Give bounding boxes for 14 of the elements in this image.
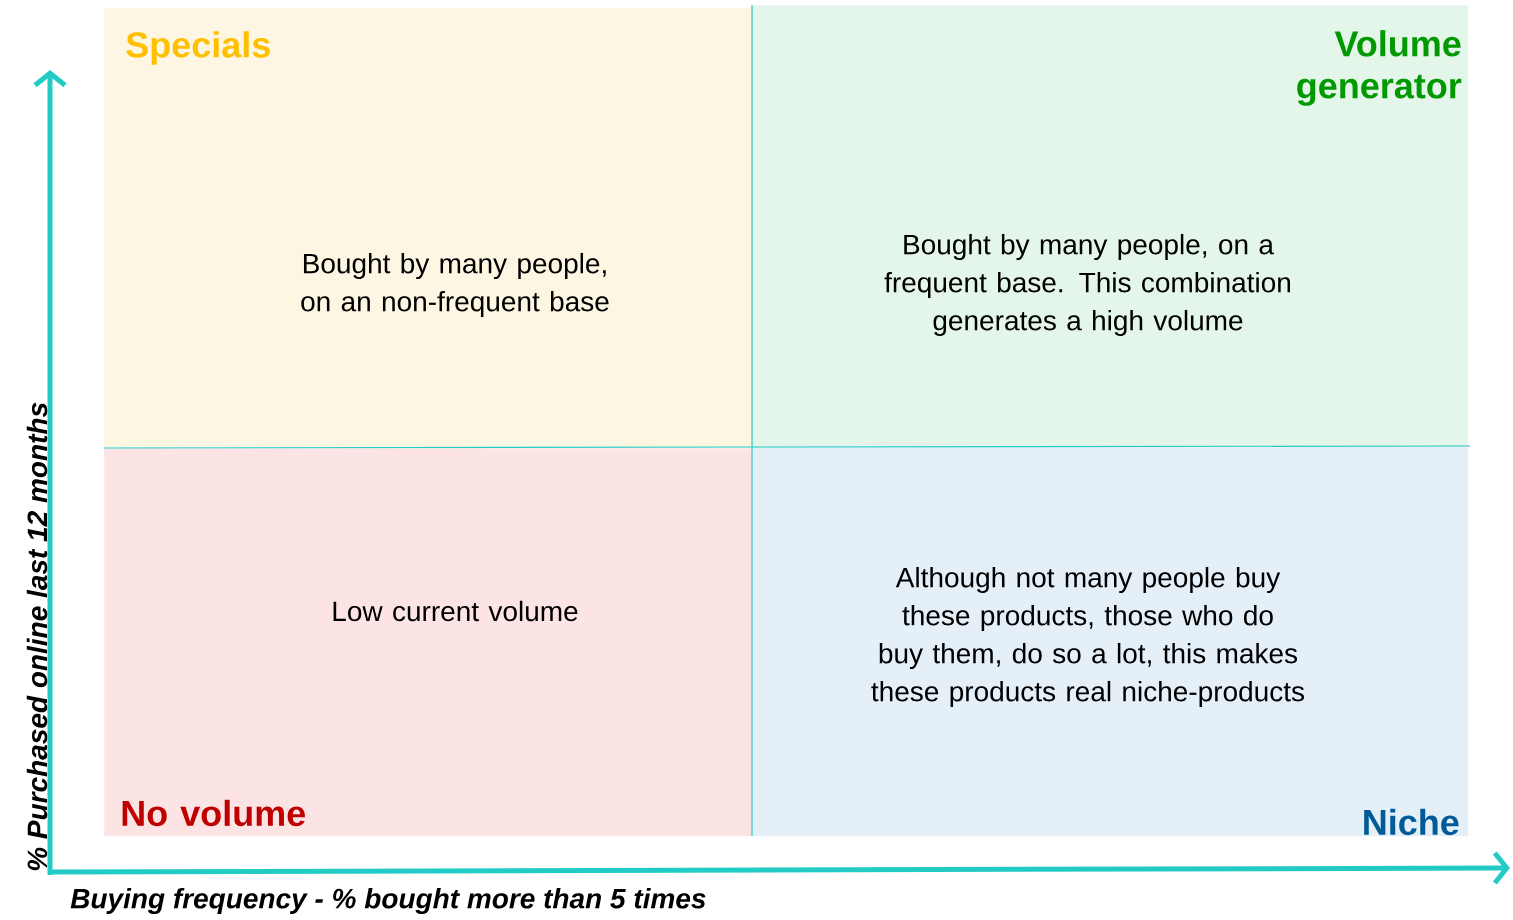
quadrant-title: Specials bbox=[126, 31, 270, 65]
quadrant-description: Bought by many people, on an non-frequent base bbox=[301, 252, 609, 318]
quadrant-description: Low current volume bbox=[333, 600, 578, 622]
axis-label: % Purchased online last 12 months bbox=[26, 402, 48, 871]
quadrant-box bbox=[104, 8, 753, 448]
quadrant-title: No volume bbox=[122, 799, 305, 827]
quadrant-box bbox=[104, 448, 753, 837]
quadrant-description: Although not many people buy these products, those who do buy them, do so a lot, this makes these products real niche-products bbox=[871, 566, 1304, 707]
quadrant-description: Bought by many people, on a frequent base. This combination generates a high volume bbox=[884, 233, 1290, 337]
quadrant-box bbox=[752, 5, 1469, 447]
axis-label: Buying frequency - % bought more than 5 times bbox=[70, 887, 706, 915]
quadrant-title: Volume generator bbox=[1297, 30, 1462, 106]
quadrant-title: Niche bbox=[1364, 808, 1459, 836]
quadrant-box bbox=[752, 446, 1469, 837]
